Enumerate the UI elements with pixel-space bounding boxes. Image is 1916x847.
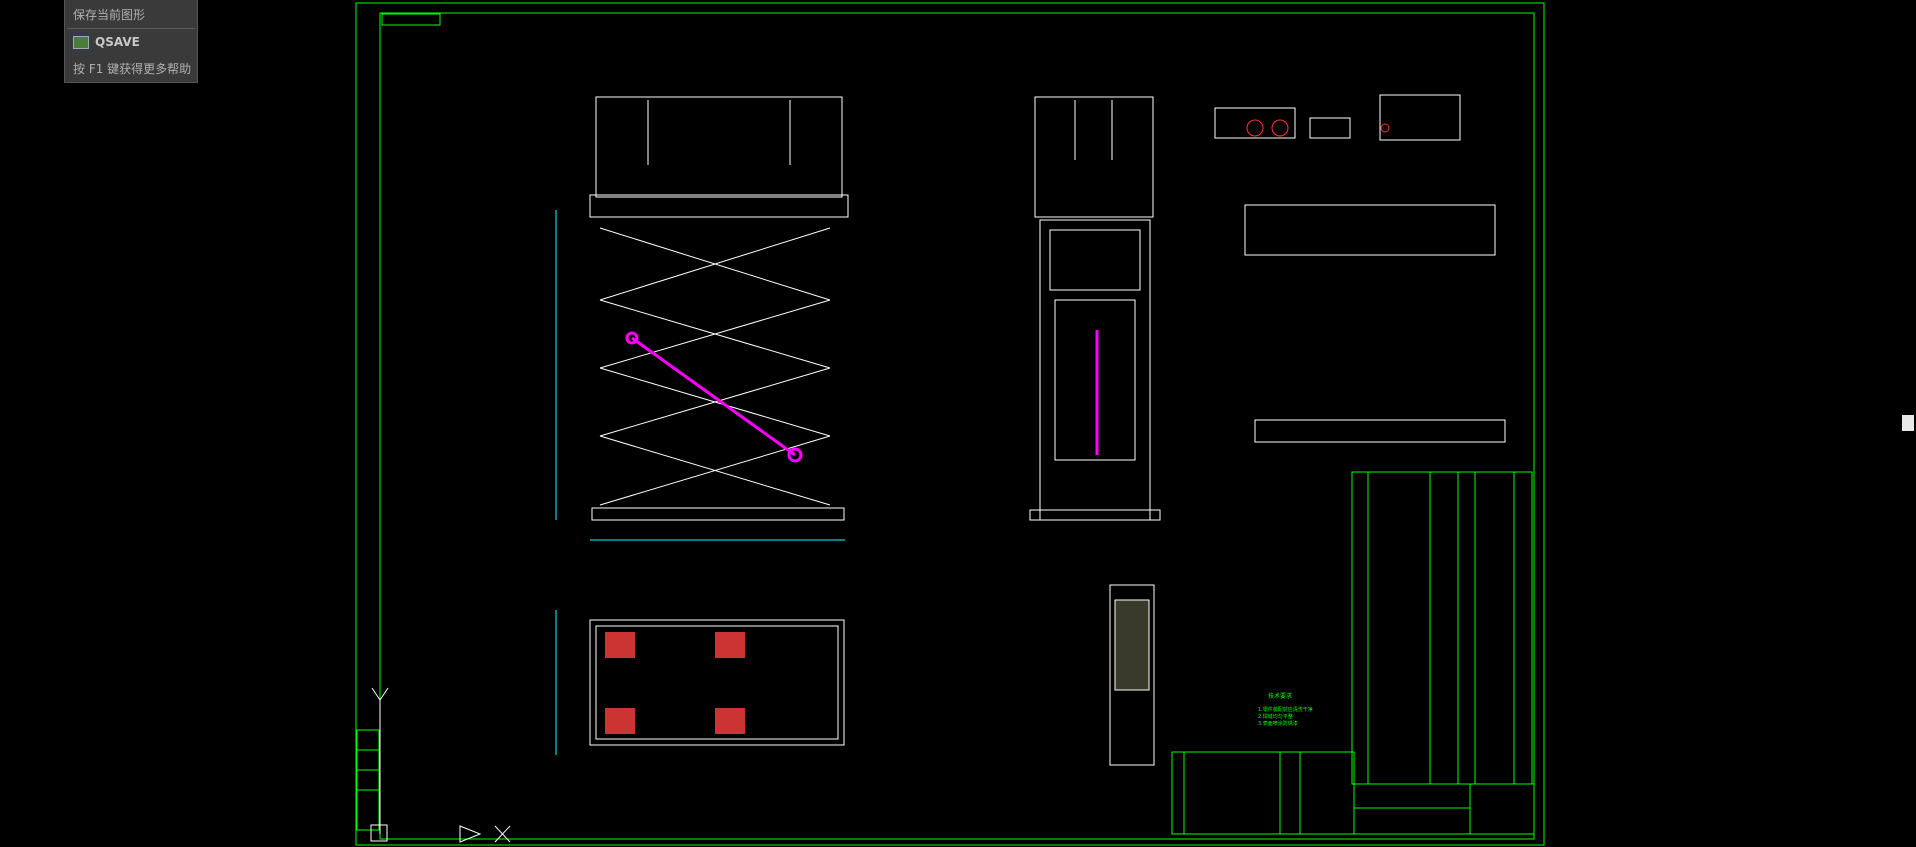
hatched-section [1114, 599, 1150, 691]
tech-req-line: 2.焊缝均匀平整 [1258, 713, 1293, 720]
tech-req-title: 技术要求 [1268, 692, 1292, 700]
command-tooltip: 保存当前图形 QSAVE 按 F1 键获得更多帮助 [64, 0, 198, 83]
revision-block [356, 729, 380, 831]
drawing-frame [355, 2, 1545, 846]
bottom-bom-table [1171, 751, 1355, 835]
tech-req-line: 1.零件装配前应清洗干净 [1258, 706, 1313, 713]
detail-bolts [1246, 119, 1390, 137]
hydraulic-cylinder [625, 331, 803, 463]
ucs-icon [370, 687, 511, 843]
tooltip-command: QSAVE [73, 35, 140, 49]
tech-req-line: 3.表面喷涂防锈漆 [1258, 720, 1298, 727]
scissor-lift-side-view [1029, 96, 1161, 521]
tech-requirements: 技术要求 1.零件装配前应清洗干净 2.焊缝均匀平整 3.表面喷涂防锈漆 [1258, 692, 1313, 727]
tooltip-command-name: QSAVE [95, 35, 140, 49]
save-icon [73, 35, 89, 49]
scrollbar-thumb[interactable] [1902, 415, 1914, 431]
tooltip-description: 保存当前图形 [73, 8, 146, 22]
tooltip-help: 按 F1 键获得更多帮助 [73, 62, 192, 76]
detail-views [1109, 94, 1506, 766]
title-block [1353, 783, 1535, 835]
tooltip-divider [67, 28, 195, 29]
plan-view [555, 610, 845, 755]
parts-list-table [1351, 471, 1533, 785]
scissor-lift-front-view [555, 96, 849, 541]
plan-bolt-groups [605, 632, 745, 734]
